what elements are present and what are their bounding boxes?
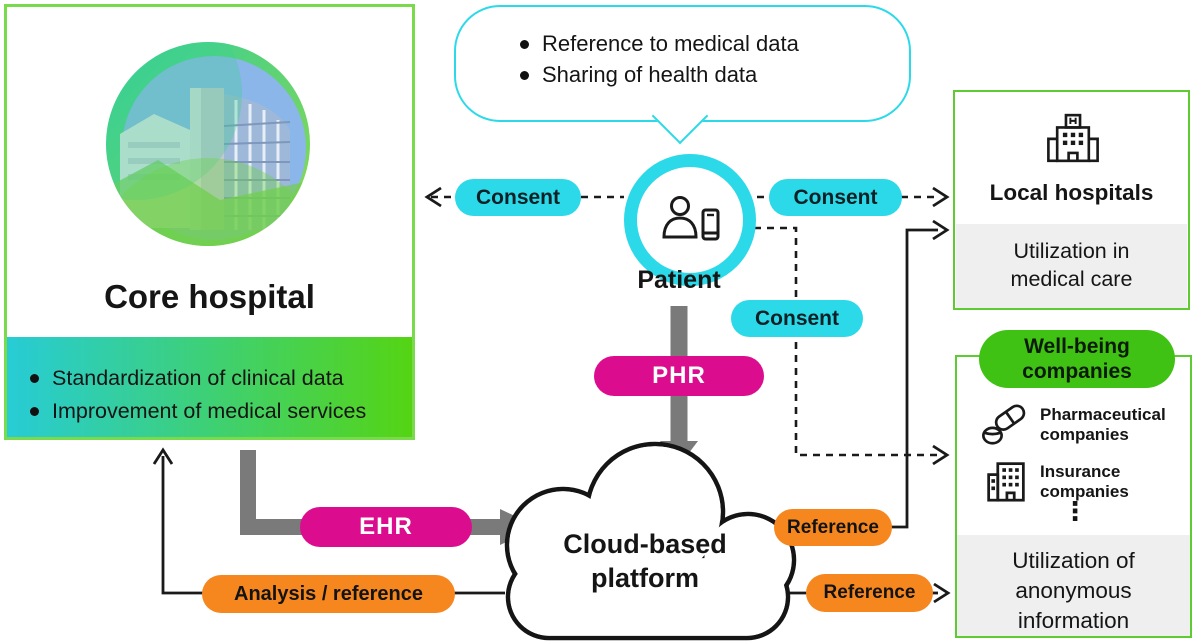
reference-pill-bottom: Reference [806, 574, 933, 612]
core-hospital-photo [106, 42, 310, 246]
core-bullet-2: Improvement of medical services [52, 399, 367, 423]
bubble-bullet-1: Reference to medical data [542, 31, 799, 56]
cloud-platform-label: Cloud-based platform [563, 529, 727, 593]
analysis-reference-pill: Analysis / reference [202, 575, 455, 613]
bullet-dot [30, 374, 39, 383]
core-bullet-1: Standardization of clinical data [52, 366, 344, 390]
bubble-bullet-2: Sharing of health data [542, 62, 758, 87]
wellbeing-badge: Well-being companies [979, 330, 1175, 388]
wellbeing-item-pharma: Pharmaceutical companies [1040, 405, 1166, 444]
bullet-dot [520, 70, 529, 80]
bullet-dot [520, 39, 529, 49]
core-hospital-title: Core hospital [104, 278, 315, 315]
patient-icon [662, 196, 720, 241]
patient-avatar [624, 154, 756, 286]
ehr-pill: EHR [300, 507, 472, 547]
local-hospital-icon [1047, 113, 1099, 163]
wellbeing-note: Utilization of anonymous information [957, 535, 1190, 636]
bullet-dot [30, 407, 39, 416]
local-hospitals-note: Utilization in medical care [956, 224, 1187, 308]
insurance-company-icon [987, 462, 1025, 502]
patient-label: Patient [637, 266, 721, 294]
local-hospitals-title: Local hospitals [989, 180, 1154, 205]
wellbeing-item-insurance: Insurance companies [1040, 462, 1129, 501]
consent-pill-left: Consent [455, 179, 581, 216]
consent-pill-mid: Consent [731, 300, 863, 337]
pharmaceutical-icon [982, 404, 1026, 445]
core-hospital-note-strip [7, 337, 412, 437]
reference-pill-top: Reference [774, 509, 892, 546]
more-companies-ellipsis: ⋮ [1062, 496, 1088, 526]
phr-pill: PHR [594, 356, 764, 396]
consent-pill-right: Consent [769, 179, 902, 216]
